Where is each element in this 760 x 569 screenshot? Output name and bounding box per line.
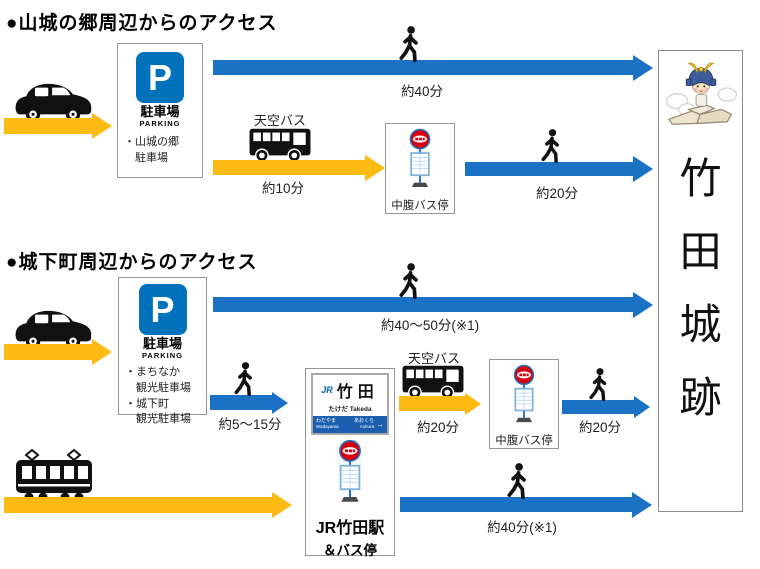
- parking-note: ・まちなか: [125, 365, 180, 378]
- parking-label-en: PARKING: [139, 118, 181, 128]
- walking-person-icon: [588, 368, 610, 407]
- route-arrow-car: [4, 344, 92, 360]
- parking-note: ・城下町: [125, 397, 169, 410]
- station-name: 竹田: [336, 384, 379, 401]
- destination-char: 城: [679, 301, 722, 348]
- jr-logo: JR: [321, 385, 333, 395]
- parking-label: 駐車場: [140, 104, 180, 119]
- bus-time-label: 約10分: [261, 181, 305, 196]
- walking-person-icon: [540, 129, 563, 169]
- bus-stop-box: 中腹バス停: [489, 359, 559, 449]
- route-arrow-walk-after-stop: [562, 400, 634, 414]
- walking-person-icon: [398, 263, 422, 305]
- destination-char: 跡: [679, 374, 722, 421]
- bus-stop-label: 中腹バス停: [391, 200, 449, 212]
- bus-stop-sign-icon: [507, 364, 541, 430]
- station-sign: JR 竹田 たけだ Takeda わだやま Wadayama あおくら Aoku…: [311, 373, 389, 435]
- parking-box-yamashiro: P 駐車場 PARKING ・山城の郷 駐車場: [117, 43, 203, 178]
- parking-note: 観光駐車場: [125, 381, 191, 394]
- walking-person-icon: [233, 362, 256, 402]
- jr-takeda-station-box: JR 竹田 たけだ Takeda わだやま Wadayama あおくら Aoku…: [305, 368, 395, 558]
- walk-time-label: 約40分: [400, 84, 444, 99]
- walk-time-label: 約40分(※1): [487, 520, 557, 535]
- section2-title: ●城下町周辺からのアクセス: [6, 252, 258, 273]
- parking-note: 観光駐車場: [125, 413, 191, 426]
- route-arrow-walk-direct: [213, 60, 633, 75]
- station-box-sublabel: ＆バス停: [323, 543, 377, 558]
- route-arrow-car: [4, 118, 92, 134]
- station-romaji: Takeda: [349, 406, 372, 413]
- parking-note: 駐車場: [124, 151, 168, 164]
- station-kana-romaji: たけだ Takeda: [313, 403, 387, 413]
- walk-time-label: 約20分: [578, 420, 622, 435]
- parking-label-en: PARKING: [141, 350, 184, 360]
- route-arrow-walk-after-stop: [465, 162, 633, 176]
- route-arrow-walk-from-station: [400, 497, 632, 512]
- parking-box-jokamachi: P 駐車場 PARKING ・まちなか 観光駐車場 ・城下町 観光駐車場: [118, 277, 207, 425]
- route-arrow-walk-to-station: [210, 395, 272, 410]
- bus-stop-sign-icon: [403, 128, 437, 195]
- walk-time-label: 約40〜50分(※1): [380, 318, 480, 333]
- parking-sign-icon: P: [136, 52, 184, 103]
- station-adjacent-band: わだやま Wadayama あおくら Aokura →: [313, 416, 387, 433]
- destination-name: 竹 田 城 跡: [679, 158, 721, 419]
- station-box-label: JR竹田駅: [315, 520, 385, 537]
- castle-mascot-icon: [664, 57, 738, 134]
- destination-char: 田: [679, 228, 722, 275]
- destination-box-takeda-castle: 竹 田 城 跡: [658, 50, 743, 512]
- parking-sign-icon: P: [138, 284, 187, 335]
- walk-time-label: 約5〜15分: [218, 417, 282, 432]
- band-arrow-icon: →: [376, 420, 384, 429]
- walking-person-icon: [506, 463, 530, 505]
- bus-stop-label: 中腹バス停: [495, 435, 553, 447]
- parking-label: 駐車場: [142, 336, 182, 351]
- prev-station-romaji: Wadayama: [316, 423, 339, 429]
- station-kana: たけだ: [328, 406, 348, 413]
- route-arrow-walk-direct: [213, 297, 633, 312]
- walking-person-icon: [398, 26, 422, 68]
- next-station-romaji: Aokura: [359, 423, 374, 429]
- section1-title: ●山城の郷周辺からのアクセス: [6, 13, 278, 34]
- route-arrow-bus: [399, 396, 465, 411]
- parking-note: ・山城の郷: [124, 135, 179, 148]
- route-arrow-bus: [213, 160, 365, 175]
- next-station-kana: あおくら: [353, 418, 374, 425]
- route-arrow-train: [4, 497, 272, 513]
- bus-stop-sign-icon: [332, 439, 368, 510]
- walk-time-label: 約20分: [535, 186, 579, 201]
- bus-time-label: 約20分: [416, 420, 460, 435]
- destination-char: 竹: [679, 155, 722, 202]
- bus-stop-box: 中腹バス停: [385, 123, 455, 214]
- prev-station-kana: わだやま: [316, 418, 337, 425]
